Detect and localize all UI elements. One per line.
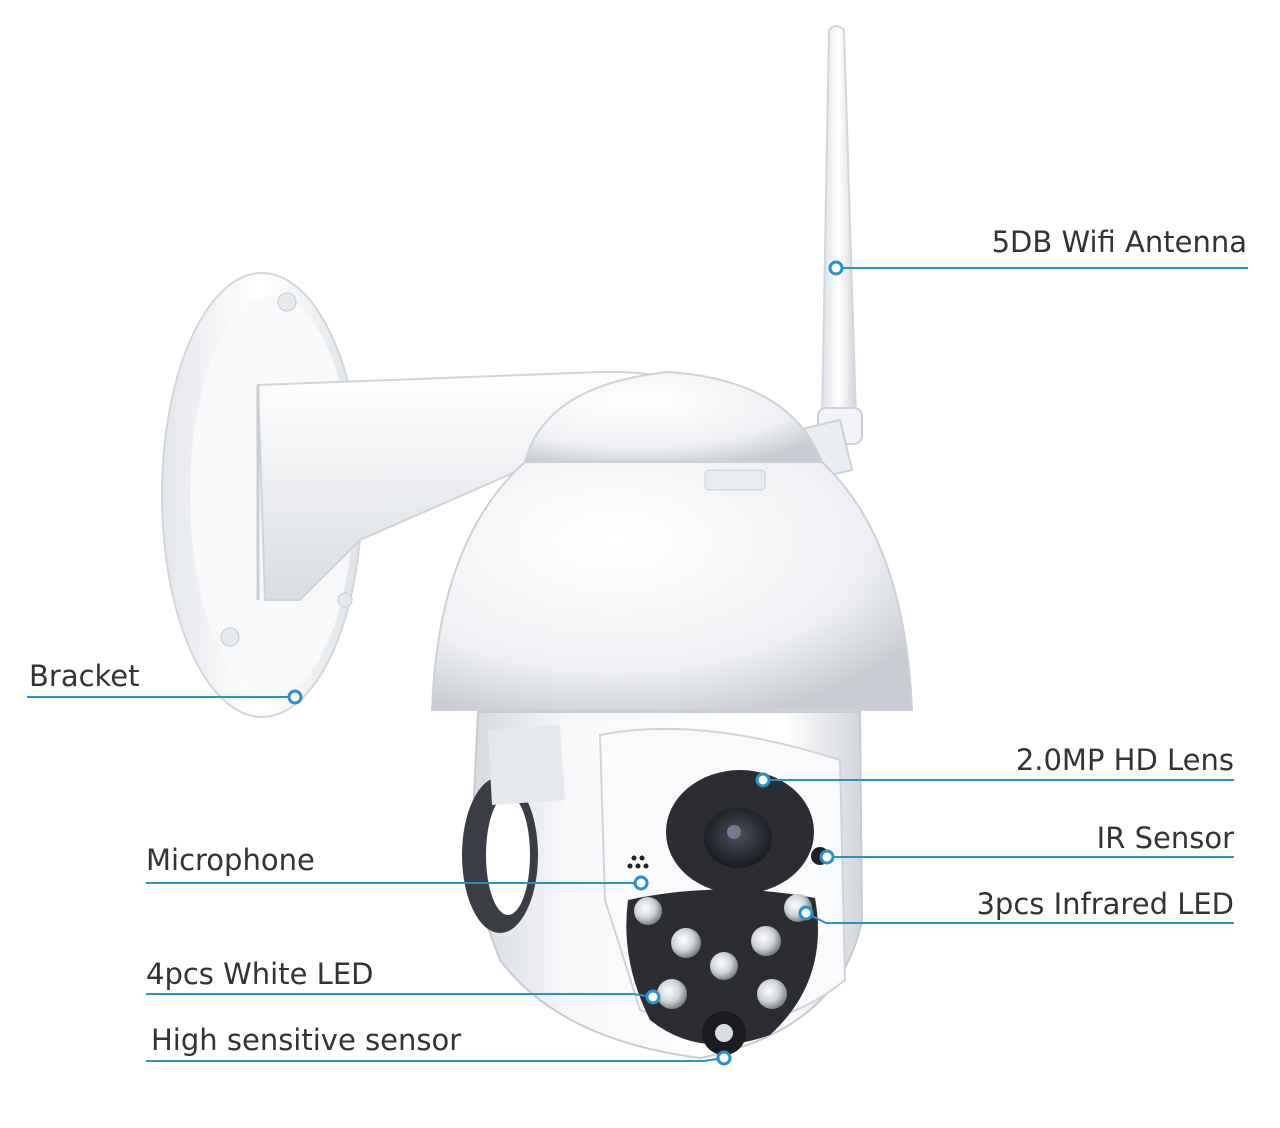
led-cluster — [626, 889, 818, 1055]
label-infrared-led: 3pcs Infrared LED — [976, 887, 1234, 921]
antenna-illustration — [796, 25, 863, 482]
label-antenna: 5DB Wifi Antenna — [991, 225, 1247, 259]
label-lens: 2.0MP HD Lens — [1015, 743, 1234, 777]
callout-dot-microphone — [633, 875, 649, 891]
label-light-sensor: High sensitive sensor — [151, 1023, 462, 1057]
label-bracket: Bracket — [29, 659, 140, 693]
callout-dot-white-led — [645, 989, 661, 1005]
label-white-led: 4pcs White LED — [146, 957, 374, 991]
callout-dot-ir-sensor — [819, 849, 835, 865]
callout-dot-bracket — [287, 689, 303, 705]
lens-illustration — [666, 770, 814, 894]
label-ir-sensor: IR Sensor — [1096, 821, 1234, 855]
callout-dot-antenna — [828, 260, 844, 276]
camera-dome — [430, 461, 914, 711]
callout-dot-light-sensor — [716, 1050, 732, 1066]
callout-dot-infrared-led — [798, 905, 814, 921]
microphone-holes-illustration — [627, 855, 649, 869]
label-microphone: Microphone — [146, 843, 315, 877]
leader-line-light-sensor — [146, 1057, 725, 1062]
callout-lines — [27, 260, 1248, 1066]
dome-top-cap — [523, 370, 824, 463]
callout-dot-lens — [755, 772, 771, 788]
